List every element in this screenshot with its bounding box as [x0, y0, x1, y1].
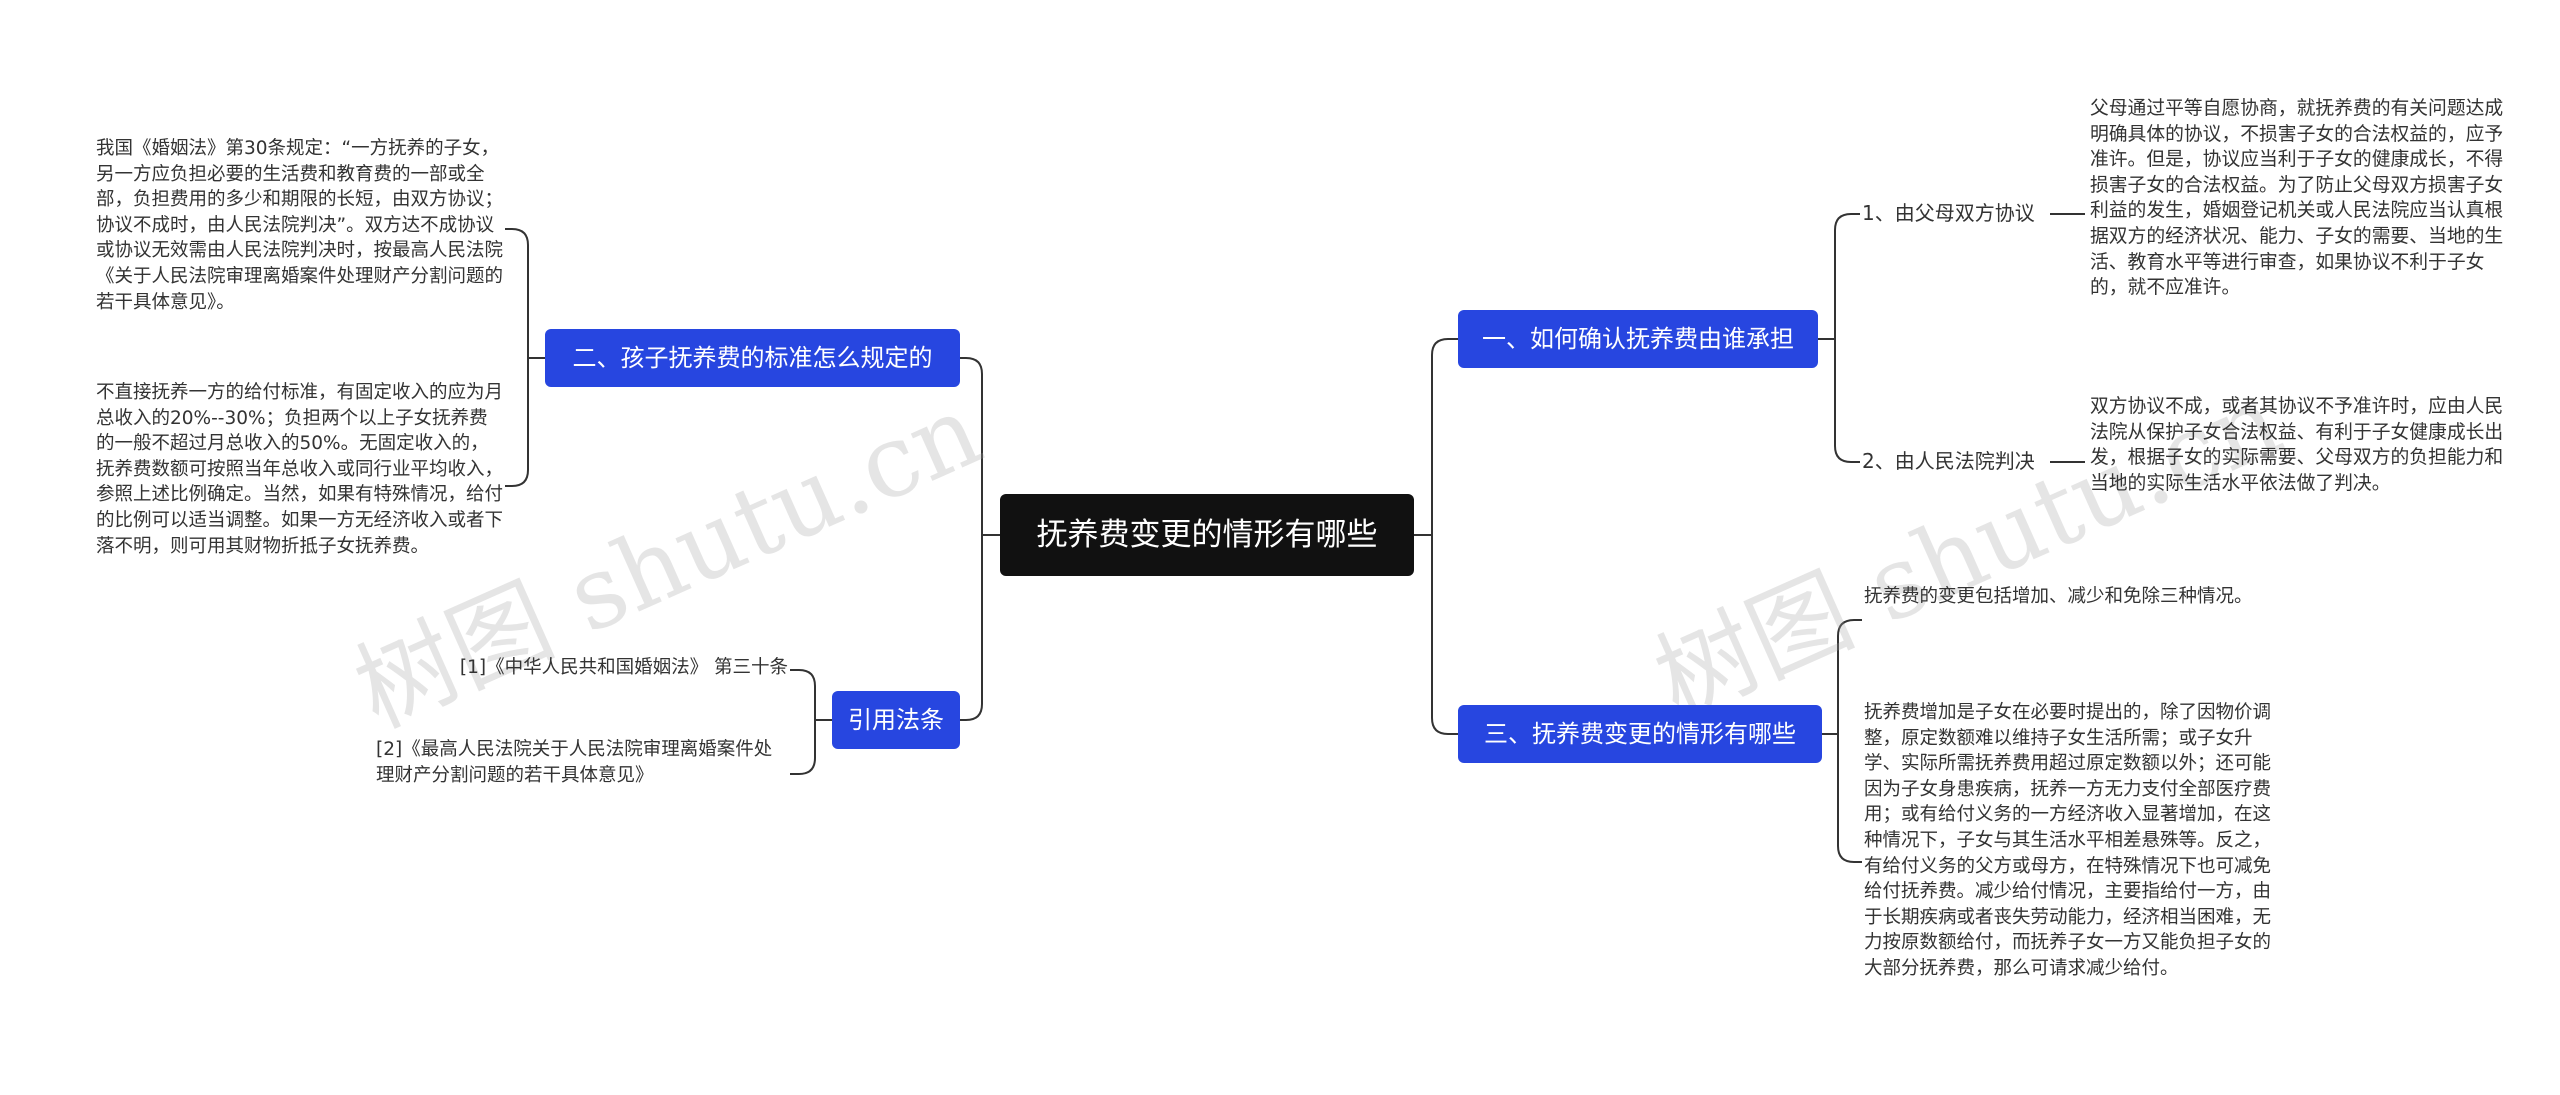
- change-detail-text: 抚养费增加是子女在必要时提出的，除了因物价调整，原定数额难以维持子女生活所需；或…: [1864, 702, 2272, 979]
- link-root-topic2: [960, 357, 1000, 536]
- ref-marriage-law: [1]《中华人民共和国婚姻法》 第三十条: [459, 657, 788, 678]
- sub-parents-agreement[interactable]: 1、由父母双方协议: [1862, 201, 2035, 225]
- standard-amount-text: 不直接抚养一方的给付标准，有固定收入的应为月总收入的20%--30%；负担两个以…: [96, 382, 504, 557]
- link-topic2-text1: [505, 228, 545, 359]
- link-topic1-sub1: [1818, 213, 1860, 340]
- topic-change-situations[interactable]: 三、抚养费变更的情形有哪些: [1458, 705, 1822, 763]
- link-topic3-text2: [1837, 734, 1862, 863]
- link-root-topic3: [1431, 535, 1458, 735]
- link-topic2-text2: [505, 358, 529, 487]
- ref-court-opinion: [2]《最高人民法院关于人民法院审理离婚案件处理财产分割问题的若干具体意见》: [376, 739, 773, 786]
- root-node[interactable]: 抚养费变更的情形有哪些: [1000, 494, 1414, 576]
- link-topic4-ref2: [790, 720, 816, 775]
- sub-court-judgment-text: 双方协议不成，或者其协议不予准许时，应由人民法院从保护子女合法权益、有利于子女健…: [2090, 396, 2504, 494]
- topic-cited-laws[interactable]: 引用法条: [832, 691, 960, 749]
- standard-law-text: 我国《婚姻法》第30条规定：“一方抚养的子女，另一方应负担必要的生活费和教育费的…: [96, 138, 504, 313]
- link-root-topic4: [960, 535, 983, 721]
- link-topic4-ref1: [790, 669, 832, 721]
- sub-court-judgment[interactable]: 2、由人民法院判决: [1862, 449, 2035, 473]
- topic-who-bears-cost[interactable]: 一、如何确认抚养费由谁承担: [1458, 310, 1818, 368]
- topic-standard-rules[interactable]: 二、孩子抚养费的标准怎么规定的: [545, 329, 960, 387]
- sub-parents-agreement-text: 父母通过平等自愿协商，就抚养费的有关问题达成明确具体的协议，不损害子女的合法权益…: [2090, 98, 2504, 299]
- link-topic3-text1: [1822, 619, 1862, 735]
- link-topic1-sub2: [1834, 339, 1860, 463]
- change-types-text: 抚养费的变更包括增加、减少和免除三种情况。: [1864, 586, 2253, 607]
- link-root-topic1: [1414, 338, 1458, 536]
